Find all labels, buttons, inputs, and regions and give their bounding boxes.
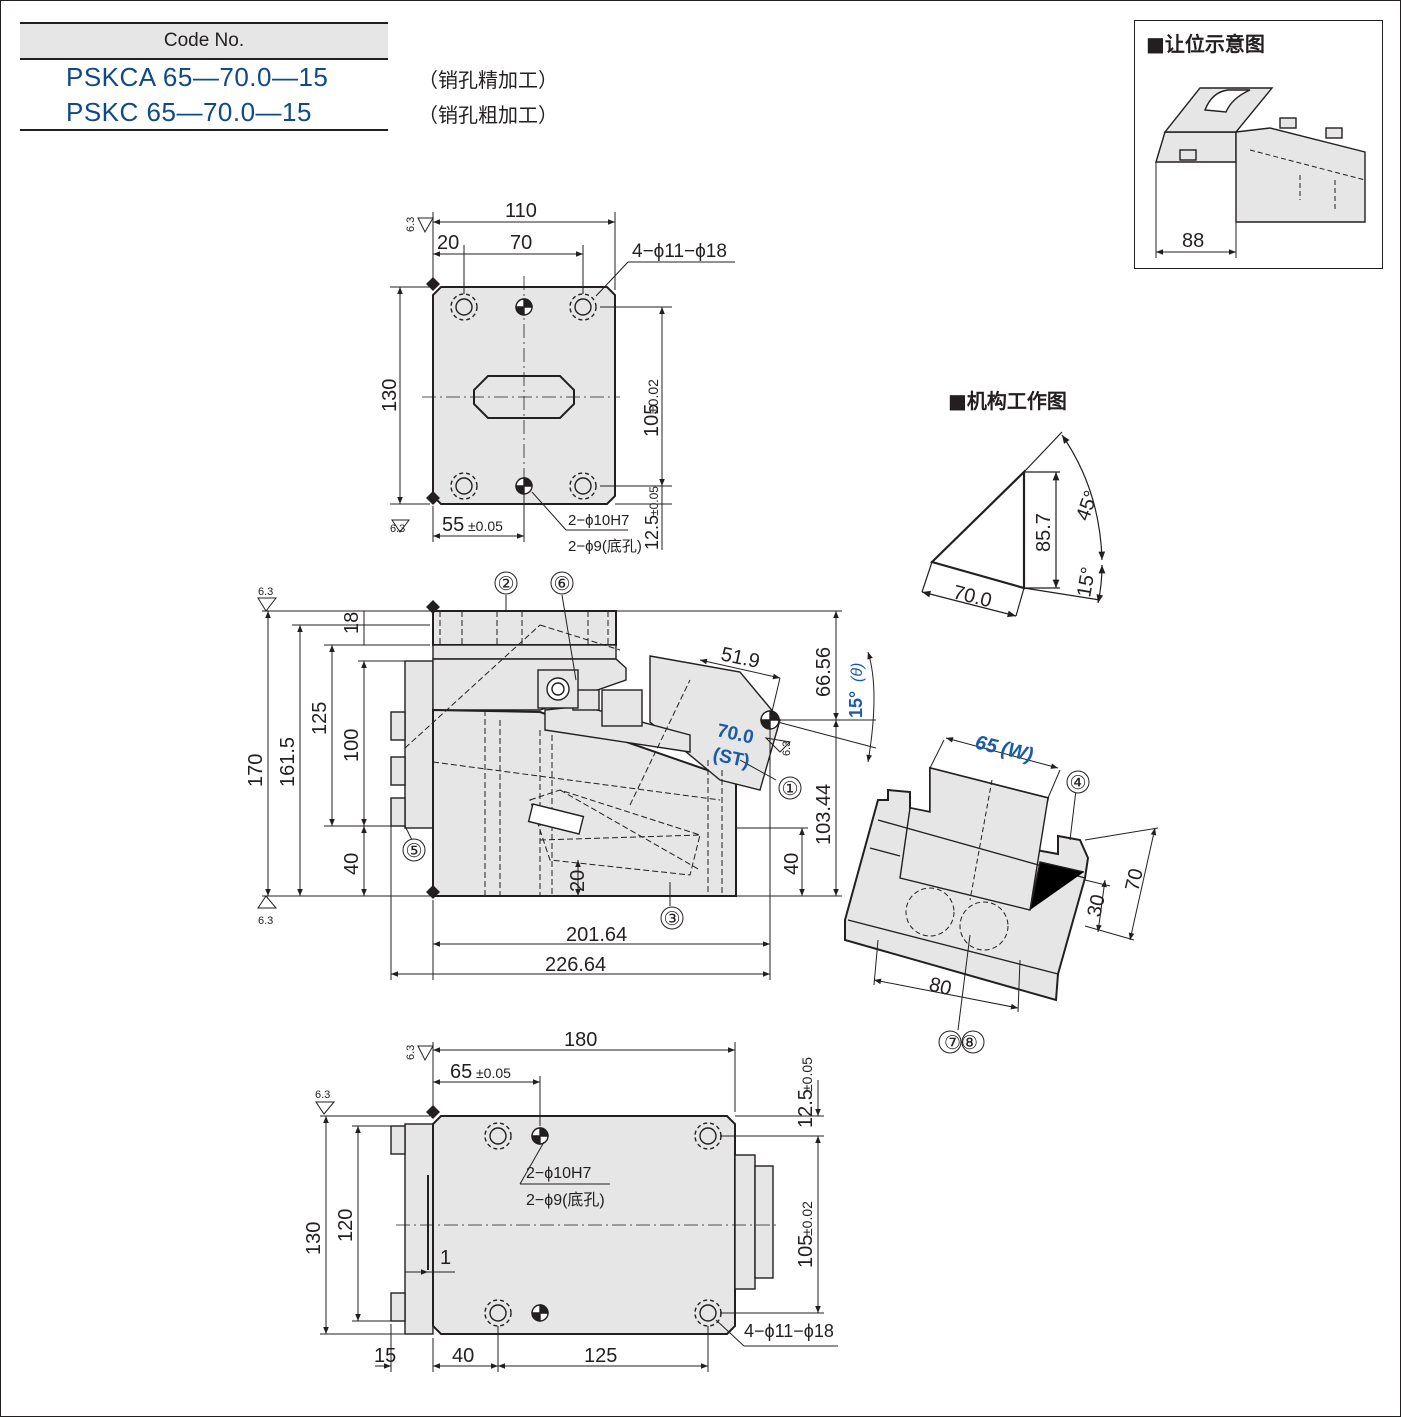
- side-angle-label: (θ): [849, 663, 866, 682]
- side-dim-125: 125: [309, 702, 331, 735]
- mech-angle-15: 15°: [1073, 565, 1100, 599]
- top-pin-callout-2: 2−ϕ9(底孔): [568, 538, 642, 555]
- iso-dim-30: 30: [1083, 892, 1109, 919]
- side-dim-40: 40: [341, 853, 363, 875]
- bottom-tol-65: ±0.05: [476, 1065, 511, 1081]
- top-view: [390, 212, 735, 550]
- top-pin-callout-1: 2−ϕ10H7: [568, 512, 629, 529]
- mechanism-diagram: [921, 431, 1106, 618]
- side-dim-40-right: 40: [781, 853, 803, 875]
- bottom-dim-1: 1: [440, 1247, 451, 1269]
- iso-width-value: 65: [973, 732, 1001, 759]
- bottom-view: [315, 1042, 838, 1372]
- bottom-pin-callout-2: 2−ϕ9(底孔): [526, 1191, 605, 1209]
- top-roughness: 6.3: [405, 217, 417, 232]
- top-dim-12-5: 12.5: [642, 515, 662, 550]
- item-4-circle: [1066, 770, 1090, 794]
- code-note-fine: （销孔精加工）: [418, 68, 558, 92]
- code-pskc: PSKC 65—70.0—15: [66, 97, 312, 127]
- bottom-dim-15: 15: [374, 1345, 396, 1367]
- side-angle-value: 15°: [846, 691, 866, 718]
- mech-dim-85-7: 85.7: [1033, 513, 1055, 552]
- item-6-marker: ⑥: [553, 574, 570, 595]
- side-dim-226-64: 226.64: [545, 954, 606, 976]
- code-note-rough: （销孔粗加工）: [418, 103, 558, 127]
- item-3-marker: ③: [663, 909, 680, 930]
- bottom-roughness-left: 6.3: [315, 1089, 330, 1101]
- side-dim-161-5: 161.5: [277, 737, 299, 787]
- side-dim-66-56: 66.56: [813, 647, 835, 697]
- clearance-legend-title: ■让位示意图: [1146, 32, 1265, 56]
- top-holes-callout: 4−ϕ11−ϕ18: [632, 241, 727, 262]
- side-dim-170: 170: [245, 754, 267, 787]
- top-dim-130: 130: [379, 379, 401, 412]
- top-roughness-bottom: 6.3: [390, 523, 405, 535]
- bottom-dim-120: 120: [335, 1209, 357, 1242]
- mechanism-title: ■机构工作图: [948, 389, 1067, 413]
- item-1-marker: ①: [781, 779, 798, 800]
- side-roughness-cam: 6.3: [781, 741, 793, 756]
- bottom-dim-130: 130: [303, 1222, 325, 1255]
- item-4-marker: ④: [1069, 773, 1086, 794]
- bottom-dim-180: 180: [564, 1029, 597, 1051]
- top-tol-12-5: ±0.05: [647, 486, 661, 516]
- code-label: Code No.: [163, 30, 245, 51]
- top-tol-105: ±0.02: [645, 379, 661, 414]
- side-dim-51-9: 51.9: [719, 643, 762, 673]
- side-dim-100: 100: [341, 729, 363, 762]
- top-dim-70: 70: [510, 232, 532, 254]
- top-dim-110: 110: [505, 200, 537, 222]
- bottom-tol-12-5: ±0.05: [799, 1057, 815, 1092]
- clearance-sketch: [1155, 87, 1366, 258]
- mech-dim-70: 70.0: [951, 582, 994, 613]
- top-dim-105: 105: [641, 404, 663, 437]
- side-roughness-bottom: 6.3: [258, 915, 273, 927]
- bottom-holes-callout: 4−ϕ11−ϕ18: [744, 1321, 834, 1341]
- bottom-dim-40: 40: [452, 1345, 474, 1367]
- bottom-dim-105: 105: [795, 1235, 817, 1268]
- bottom-roughness: 6.3: [405, 1045, 417, 1060]
- clearance-dim-88: 88: [1182, 230, 1204, 252]
- iso-dim-70: 70: [1121, 866, 1147, 893]
- side-dim-103-44: 103.44: [813, 784, 835, 845]
- bottom-dim-125: 125: [584, 1345, 617, 1367]
- bottom-tol-105: ±0.02: [799, 1201, 815, 1236]
- code-pskca: PSKCA 65—70.0—15: [66, 62, 329, 92]
- side-dim-201-64: 201.64: [566, 924, 627, 946]
- code-header: Code No.: [20, 22, 388, 60]
- iso-dim-80: 80: [927, 974, 954, 1001]
- side-view: [257, 594, 877, 980]
- code-divider: [20, 129, 388, 131]
- side-dim-18: 18: [341, 612, 363, 634]
- bottom-dim-12-5: 12.5: [795, 1089, 817, 1128]
- side-item-markers: ① ② ③ ⑤ ⑥: [402, 571, 802, 930]
- item-7-circle: [938, 1030, 962, 1054]
- item-5-marker: ⑤: [405, 841, 422, 862]
- item-2-marker: ②: [497, 574, 514, 595]
- bottom-pin-callout-1: 2−ϕ10H7: [526, 1165, 592, 1182]
- side-dim-20: 20: [567, 870, 589, 892]
- top-dim-20: 20: [437, 232, 459, 254]
- top-tol-55: ±0.05: [468, 518, 503, 534]
- item-7-8-marker: ⑦⑧: [944, 1033, 978, 1054]
- item-8-circle: [961, 1030, 985, 1054]
- bottom-dim-65: 65: [450, 1061, 472, 1083]
- mech-angle-45: 45°: [1072, 488, 1103, 524]
- iso-width-label: (W): [999, 738, 1036, 767]
- iso-view: [844, 737, 1159, 1031]
- top-dim-55: 55: [442, 514, 464, 536]
- side-roughness-top: 6.3: [258, 586, 273, 598]
